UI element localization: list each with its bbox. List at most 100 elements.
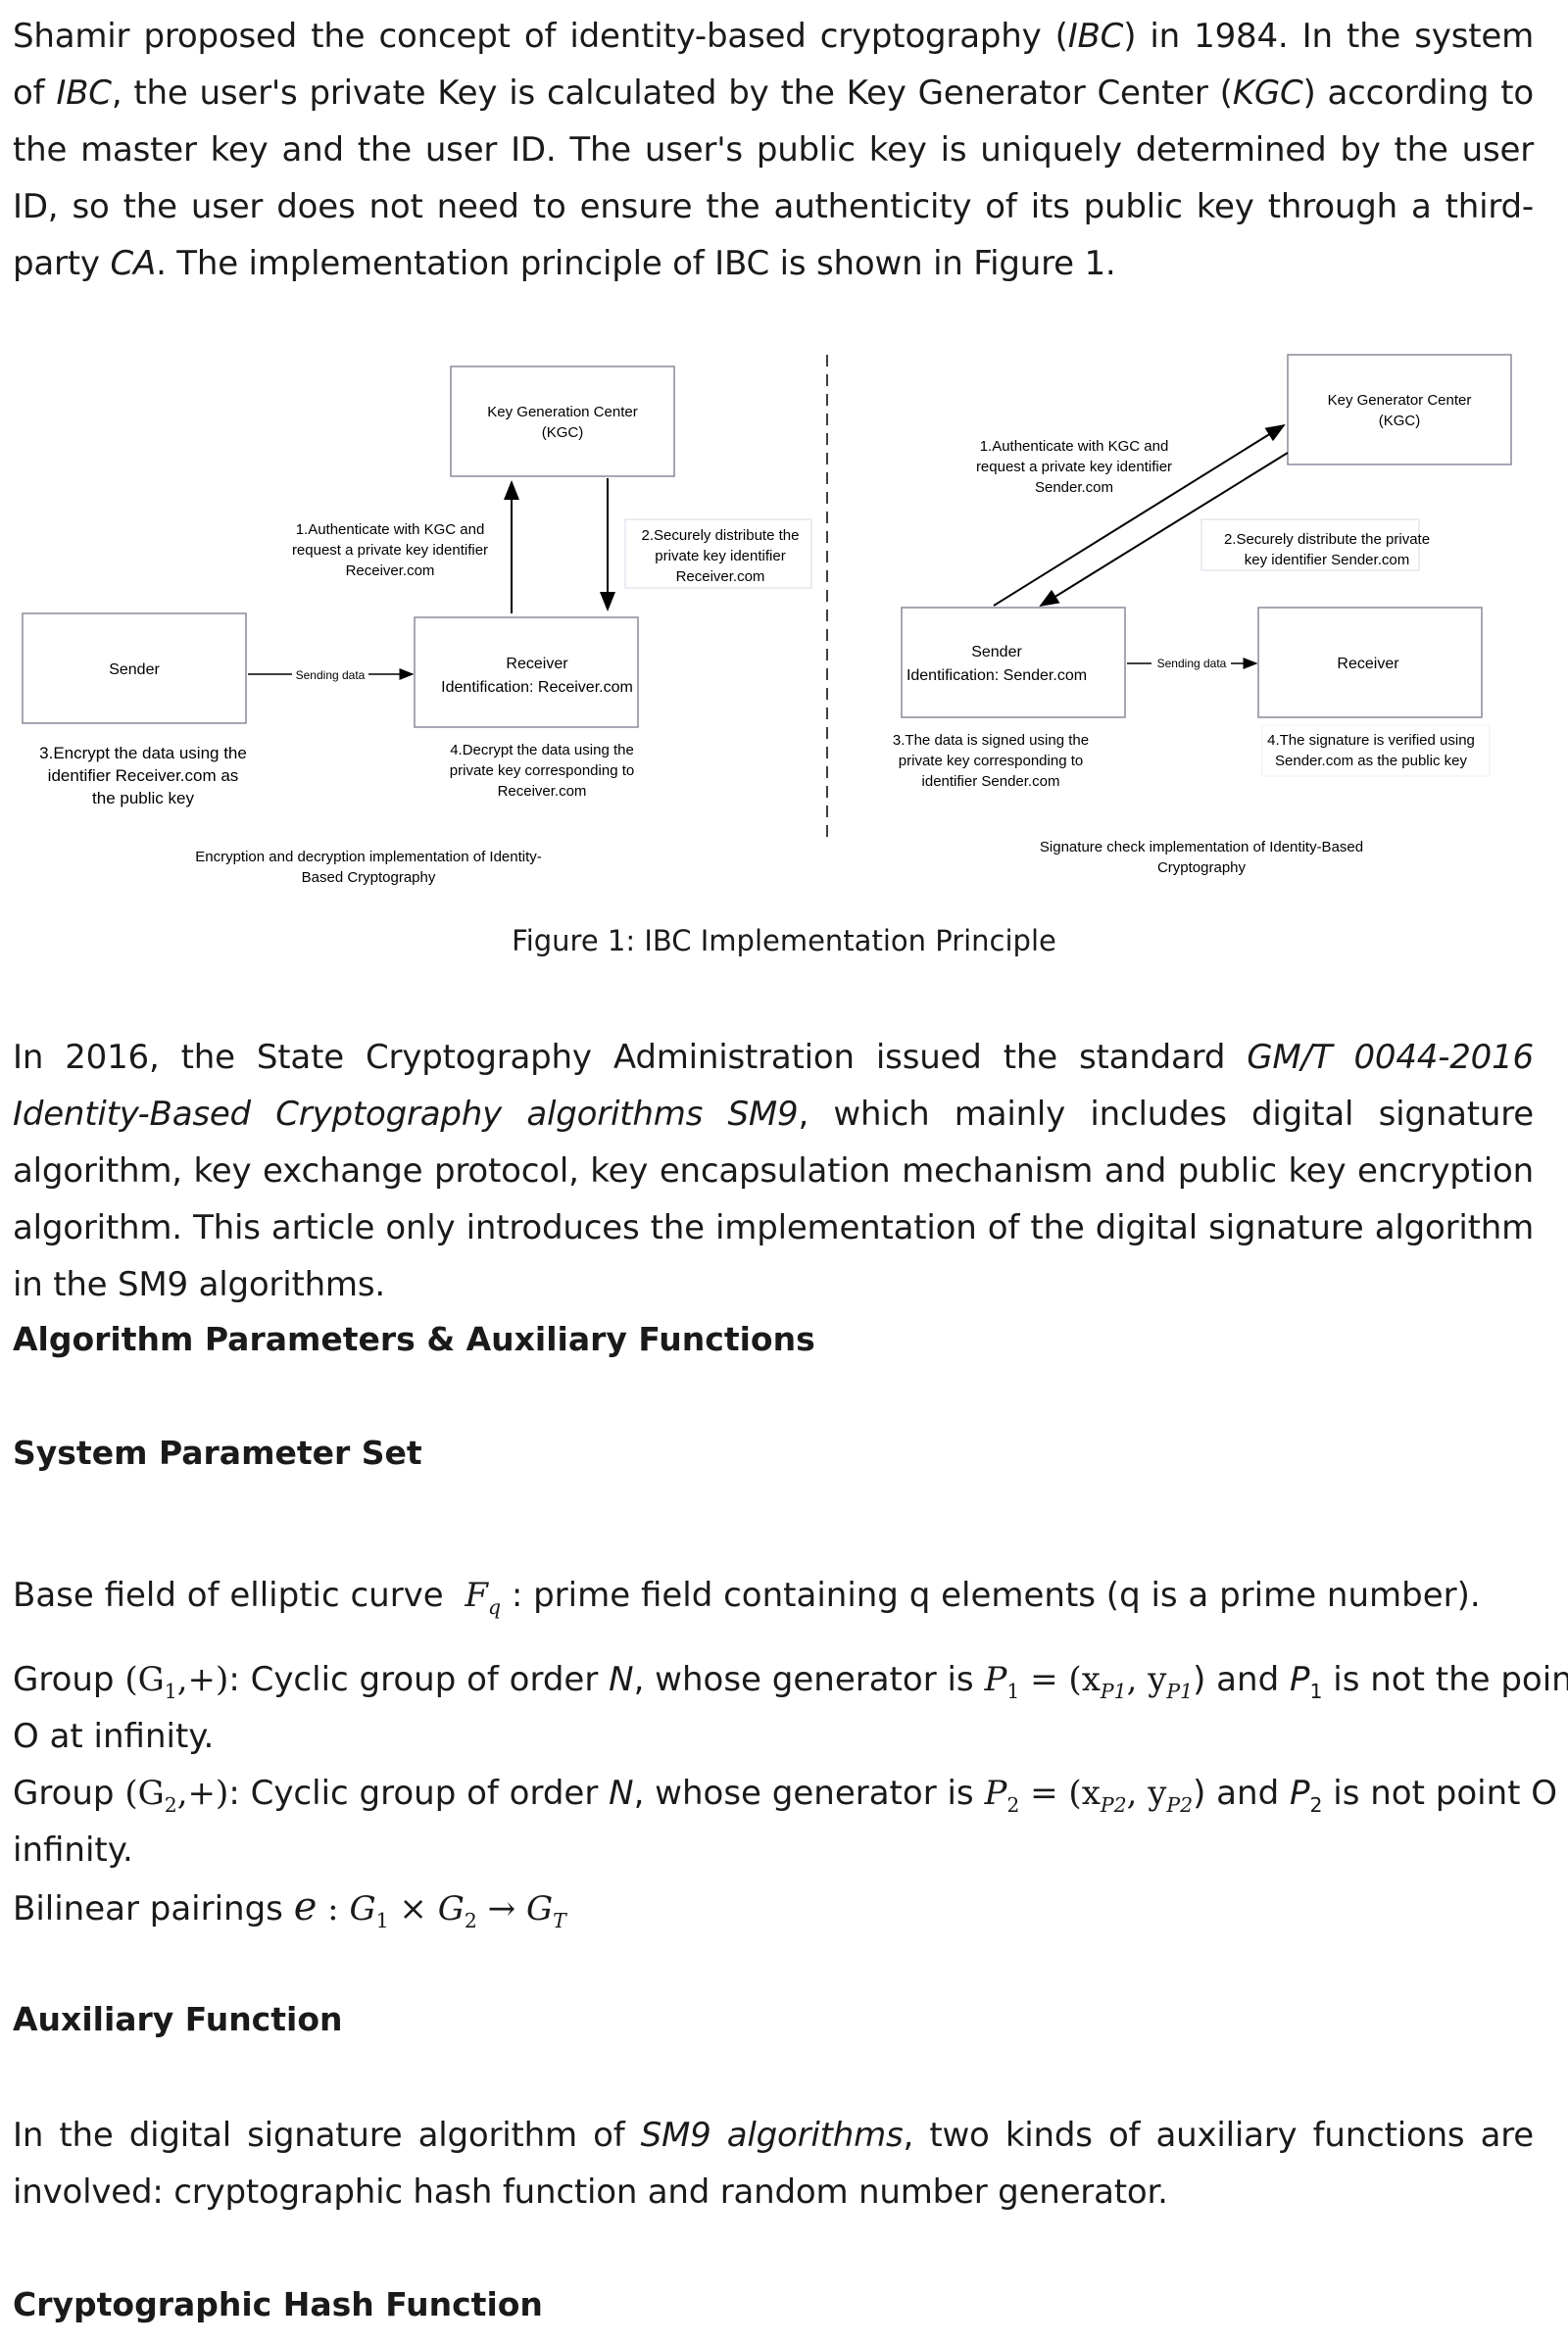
sender-box-left	[22, 612, 247, 724]
point-subscript: 1	[1309, 1679, 1323, 1703]
bilinear-math: e : G1 × G2 → GT	[294, 1884, 566, 1932]
group-g2-line-cont: infinity.	[13, 1831, 133, 1870]
receiver-label-right: Receiver	[1337, 656, 1399, 672]
section-heading-hash: Cryptographic Hash Function	[13, 2285, 543, 2323]
kgc-box-right	[1287, 354, 1512, 465]
math-text: P	[984, 1660, 1007, 1699]
generator-p2-math: P2 = (xP2, yP2	[984, 1774, 1193, 1817]
step2-label-right: key identifier Sender.com	[1245, 552, 1409, 568]
kgc-abbr-left: (KGC)	[542, 424, 584, 441]
group-text: , whose generator is	[633, 1774, 985, 1813]
order-symbol: N	[609, 1774, 634, 1813]
ibc-term: IBC	[1067, 17, 1124, 56]
point-symbol: P	[1289, 1660, 1310, 1699]
math-text: (G	[124, 1774, 165, 1813]
point-subscript: 2	[1309, 1792, 1323, 1817]
math-text: (G	[124, 1660, 165, 1699]
step1-label-left: 1.Authenticate with KGC and	[296, 521, 485, 538]
math-text: , y	[1126, 1774, 1167, 1813]
group-text: is not the point	[1322, 1660, 1568, 1699]
math-text: ,+)	[176, 1660, 229, 1699]
math-subscript: 1	[1006, 1679, 1020, 1703]
step4-label-right: 4.The signature is verified using	[1267, 732, 1475, 749]
base-field-line: Base field of elliptic curve Fq : prime …	[13, 1567, 1481, 1636]
receiver-label-left: Receiver	[506, 656, 568, 672]
aux-text: , two kinds of auxiliary functions are i…	[13, 2116, 1534, 2212]
subcaption-left: Encryption and decryption implementation…	[195, 849, 542, 865]
step1-label-left: Receiver.com	[346, 562, 435, 579]
step2-label-left: 2.Securely distribute the	[642, 527, 800, 544]
kgc-label-left: Key Generation Center	[487, 404, 637, 420]
ibc-term: IBC	[56, 73, 112, 113]
math-subscript: P1	[1100, 1679, 1127, 1703]
kgc-box-left	[450, 366, 675, 477]
group-g2-math: (G2,+)	[124, 1774, 229, 1817]
step3-label-left: the public key	[92, 789, 194, 807]
math-text: = (x	[1019, 1774, 1101, 1813]
step4-label-left: 4.Decrypt the data using the	[450, 742, 634, 758]
subcaption-right: Signature check implementation of Identi…	[1040, 839, 1363, 855]
group-g1-line-cont: O at infinity.	[13, 1717, 215, 1756]
sender-label-right: Sender	[971, 644, 1022, 660]
intro-text: . The implementation principle of IBC is…	[156, 244, 1116, 283]
sender-id-right: Identification: Sender.com	[906, 667, 1087, 684]
sending-label-left: Sending data	[296, 668, 366, 682]
group-text: ) and	[1193, 1774, 1290, 1813]
sending-label-right: Sending data	[1157, 657, 1227, 670]
math-subscript: T	[553, 1908, 566, 1932]
receiver-box-right	[1257, 607, 1483, 718]
sender-label-left: Sender	[109, 661, 160, 678]
step3-label-left: 3.Encrypt the data using the	[39, 744, 247, 762]
step1-label-right: 1.Authenticate with KGC and	[980, 438, 1169, 455]
step3-label-left: identifier Receiver.com as	[48, 766, 239, 785]
section-heading-params: Algorithm Parameters & Auxiliary Functio…	[13, 1320, 815, 1358]
bilinear-line: Bilinear pairings e : G1 × G2 → GT	[13, 1879, 566, 1949]
figure-caption: Figure 1: IBC Implementation Principle	[512, 924, 1056, 957]
sm9-paragraph: In 2016, the State Cryptography Administ…	[13, 1029, 1534, 1313]
receiver-id-left: Identification: Receiver.com	[441, 679, 633, 696]
group-text: : Cyclic group of order	[228, 1660, 610, 1699]
receiver-box-left	[414, 616, 639, 728]
group-text: , whose generator is	[633, 1660, 985, 1699]
order-symbol: N	[609, 1660, 634, 1699]
math-subscript: 2	[164, 1792, 177, 1817]
math-text: :	[317, 1889, 350, 1929]
group-g2-line: Group (G2,+): Cyclic group of order N, w…	[13, 1765, 1568, 1833]
subcaption-left: Based Cryptography	[302, 869, 436, 886]
generator-p1-math: P1 = (xP1, yP1	[984, 1660, 1193, 1703]
math-text: ,+)	[176, 1774, 229, 1813]
sm9-term: SM9 algorithms	[640, 2116, 904, 2155]
intro-text: , the user's private Key is calculated b…	[111, 73, 1233, 113]
kgc-label-right: Key Generator Center	[1328, 392, 1472, 409]
field-symbol: F	[465, 1576, 488, 1615]
step3-label-right: 3.The data is signed using the	[893, 732, 1089, 749]
auth-arrow-right	[993, 423, 1286, 607]
group-text: Group	[13, 1774, 125, 1813]
step4-label-right: Sender.com as the public key	[1275, 753, 1467, 769]
math-text: →	[476, 1889, 526, 1929]
group-text: Group	[13, 1660, 125, 1699]
math-subscript: P2	[1100, 1792, 1127, 1817]
distribute-arrow-right	[1039, 452, 1289, 608]
math-text: G	[437, 1889, 465, 1929]
intro-text: Shamir proposed the concept of identity-…	[13, 17, 1068, 56]
bilinear-text: Bilinear pairings	[13, 1889, 294, 1929]
math-text: = (x	[1019, 1660, 1101, 1699]
step2-box-right	[1200, 518, 1420, 571]
group-text: : Cyclic group of order	[228, 1774, 610, 1813]
subcaption-right: Cryptography	[1157, 859, 1247, 876]
group-text: ) and	[1193, 1660, 1290, 1699]
point-symbol: P	[1289, 1774, 1310, 1813]
intro-text: ) according to the master key and the us…	[13, 73, 1534, 283]
sm9-text: , which mainly includes digital signatur…	[13, 1095, 1534, 1304]
step4-label-left: private key corresponding to	[450, 762, 634, 779]
math-text: P	[984, 1774, 1007, 1813]
step4-box-right	[1261, 724, 1491, 777]
ibc-implementation-diagram: Key Generation Center (KGC) 1.Authentica…	[22, 354, 1512, 886]
field-subscript: q	[487, 1594, 502, 1619]
step2-box-left	[624, 518, 812, 589]
math-subscript: 2	[1006, 1792, 1020, 1817]
intro-paragraph: Shamir proposed the concept of identity-…	[13, 8, 1534, 292]
base-field-symbol: Fq	[465, 1576, 501, 1619]
kgc-abbr-right: (KGC)	[1379, 413, 1421, 429]
